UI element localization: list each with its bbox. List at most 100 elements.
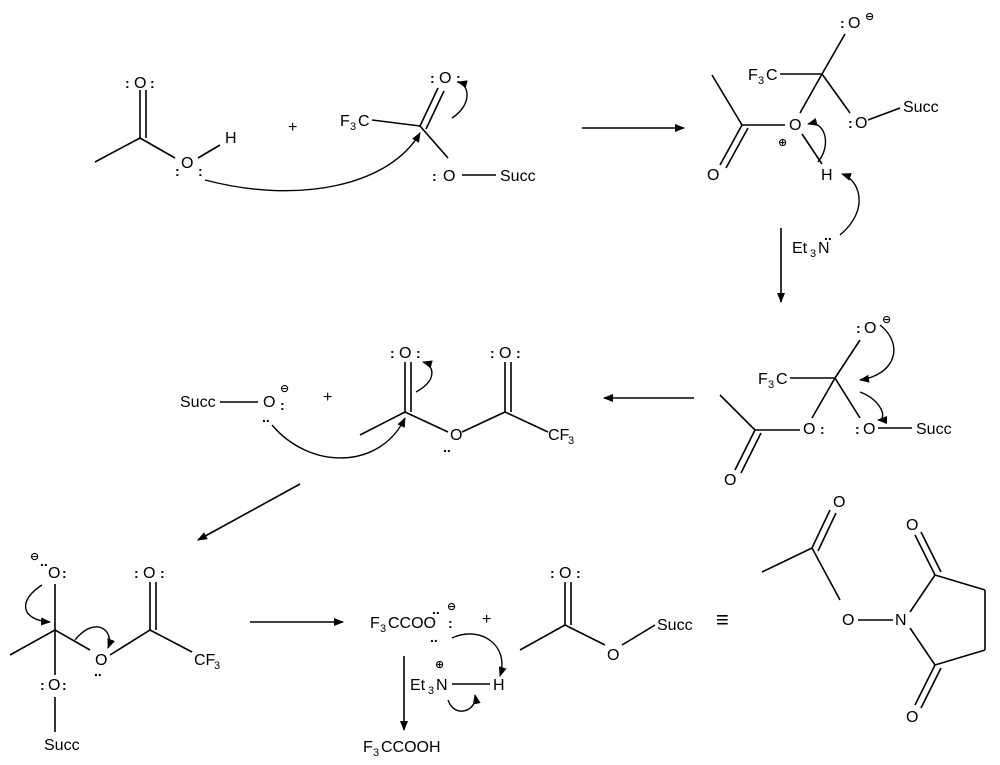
- atom-o-carbonyl-ester: O: [439, 70, 451, 87]
- tfa-succ-ester: F 3 C : O : : O Succ: [340, 70, 536, 185]
- svg-text:O: O: [906, 517, 918, 534]
- svg-text:3: 3: [758, 75, 764, 87]
- svg-text:3: 3: [350, 121, 356, 133]
- svg-text::: :: [855, 421, 860, 437]
- svg-text:O: O: [803, 421, 815, 438]
- svg-text:..: ..: [94, 663, 102, 679]
- svg-text:Succ: Succ: [903, 99, 939, 116]
- svg-text:F: F: [370, 615, 380, 632]
- svg-text:O: O: [559, 565, 571, 582]
- svg-text::: :: [134, 565, 139, 581]
- tetrahedral-intermediate-3: ⊖ O .. : : O : Succ O .. : O : CF 3: [9, 550, 220, 754]
- svg-text::: :: [150, 75, 155, 91]
- svg-text:Succ: Succ: [916, 421, 952, 438]
- svg-text::: :: [40, 677, 45, 693]
- trifluoroacetate-and-product: F 3 CCOO ⊖ .. : .. + ⊕ Et 3 N H : O : O …: [363, 565, 693, 759]
- svg-text:..: ..: [443, 439, 451, 455]
- equiv-sign: ≡: [716, 607, 729, 632]
- svg-text:O: O: [399, 345, 411, 362]
- svg-text::: :: [198, 163, 203, 179]
- svg-text:O: O: [707, 167, 719, 184]
- svg-text:O: O: [842, 612, 854, 629]
- svg-text:O: O: [143, 565, 155, 582]
- svg-text:Et: Et: [792, 240, 808, 257]
- svg-text:F: F: [758, 371, 768, 388]
- svg-text:O: O: [48, 677, 60, 694]
- svg-text:Et: Et: [410, 677, 426, 694]
- atom-h: H: [225, 130, 237, 147]
- mixed-anhydride: Succ O ⊖ : .. + : O : O .. : O : CF 3: [180, 345, 574, 455]
- svg-text:Succ: Succ: [500, 168, 536, 185]
- svg-text:Succ: Succ: [657, 617, 693, 634]
- svg-text:3: 3: [373, 747, 379, 759]
- svg-text:O: O: [95, 652, 107, 669]
- svg-text:O: O: [848, 15, 860, 32]
- svg-text:..: ..: [430, 629, 438, 645]
- svg-text::: :: [175, 163, 180, 179]
- svg-text:3: 3: [380, 623, 386, 635]
- svg-text::: :: [62, 677, 67, 693]
- svg-text:O: O: [724, 472, 736, 489]
- svg-text:C: C: [766, 67, 778, 84]
- svg-text:O: O: [906, 709, 918, 726]
- svg-text:N: N: [895, 612, 907, 629]
- svg-text::: :: [430, 70, 435, 86]
- svg-text:Succ: Succ: [44, 737, 80, 754]
- svg-text:CCOO: CCOO: [388, 615, 436, 632]
- nhs-acetate-structure: O O N O O: [761, 494, 986, 726]
- atom-o-hydroxyl: O: [181, 155, 193, 172]
- svg-text:⊕: ⊕: [435, 658, 444, 671]
- svg-text:⊖: ⊖: [447, 600, 456, 613]
- svg-text:F: F: [363, 739, 373, 756]
- svg-text::: :: [280, 397, 285, 413]
- svg-text:O: O: [48, 565, 60, 582]
- svg-text::: :: [848, 115, 853, 131]
- svg-text:F: F: [748, 67, 758, 84]
- svg-text:H: H: [821, 167, 833, 184]
- svg-text:..: ..: [40, 553, 48, 569]
- svg-text:CCOOH: CCOOH: [381, 739, 441, 756]
- svg-text:O: O: [499, 345, 511, 362]
- svg-text::: :: [416, 345, 421, 361]
- svg-text:⊖: ⊖: [280, 382, 289, 395]
- tetrahedral-intermediate-2: F 3 C : O ⊖ : O Succ O O :: [719, 313, 952, 489]
- svg-text::: :: [62, 565, 67, 581]
- svg-text:N: N: [818, 240, 830, 257]
- svg-text:O: O: [864, 320, 876, 337]
- svg-text:CF: CF: [548, 427, 570, 444]
- svg-text::: :: [550, 565, 555, 581]
- atom-o-carbonyl: O: [134, 75, 146, 92]
- tetrahedral-intermediate-1: F 3 C : O ⊖ : O Succ O O ⊕ H: [707, 10, 939, 184]
- svg-text:CF: CF: [194, 652, 216, 669]
- svg-text:Succ: Succ: [180, 394, 216, 411]
- svg-text::: :: [820, 421, 825, 437]
- svg-text::: :: [576, 565, 581, 581]
- svg-text::: :: [490, 345, 495, 361]
- svg-text:O: O: [263, 394, 275, 411]
- svg-text:..: ..: [824, 227, 832, 243]
- plus-sign-1: +: [288, 119, 297, 136]
- svg-text:3: 3: [810, 248, 816, 260]
- svg-text:H: H: [493, 677, 505, 694]
- acetic-acid: : O : O : : H: [94, 75, 237, 179]
- svg-text:3: 3: [214, 660, 220, 672]
- svg-text:3: 3: [768, 379, 774, 391]
- svg-text:⊖: ⊖: [882, 313, 891, 326]
- svg-text:O: O: [607, 647, 619, 664]
- svg-text::: :: [432, 168, 437, 184]
- svg-text:..: ..: [262, 409, 270, 425]
- svg-text::: :: [856, 320, 861, 336]
- svg-text:O: O: [450, 427, 462, 444]
- svg-text:N: N: [436, 677, 448, 694]
- svg-text:O: O: [863, 421, 875, 438]
- svg-text::: :: [125, 75, 130, 91]
- svg-text::: :: [390, 345, 395, 361]
- svg-text::: :: [516, 345, 521, 361]
- svg-text:⊕: ⊕: [778, 136, 787, 149]
- svg-text:3: 3: [428, 685, 434, 697]
- svg-text::: :: [456, 70, 461, 86]
- svg-text:O: O: [789, 117, 801, 134]
- svg-text:O: O: [833, 494, 845, 511]
